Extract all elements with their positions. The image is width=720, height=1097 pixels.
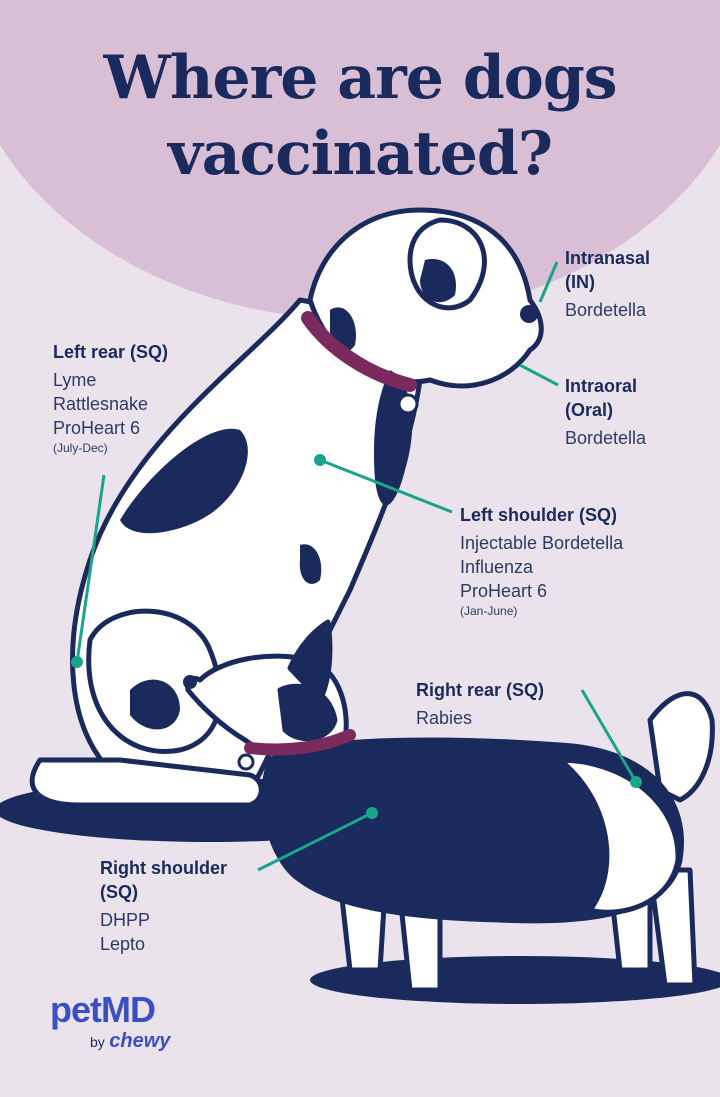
vaccine-item: Injectable Bordetella [460,533,624,553]
vaccine-item: Bordetella [565,428,647,448]
small-dog-nose [183,675,197,689]
vaccine-item: Rabies [416,708,473,728]
label-intranasal: Intranasal (IN) Bordetella [565,246,650,322]
vaccine-item: Influenza [460,557,534,577]
vaccine-note: (Jan-June) [460,604,518,618]
site-name: Left rear (SQ) [53,342,169,362]
site-name: Intranasal [565,248,651,268]
big-dog-collar [301,311,419,415]
vaccine-item: Lyme [53,370,97,390]
label-right-rear: Right rear (SQ) Rabies [416,678,544,730]
vaccine-item: Lepto [100,934,146,954]
brand-by: by [90,1034,105,1050]
vaccine-item: ProHeart 6 [53,418,141,438]
page-title: Where are dogs vaccinated? [103,43,617,189]
site-abbr: (SQ) [100,882,138,902]
vaccine-item: ProHeart 6 [460,581,548,601]
label-left-shoulder: Left shoulder (SQ) Injectable Bordetella… [460,503,623,619]
site-abbr: (Oral) [565,400,614,420]
big-dog [29,207,544,808]
site-name: Right rear (SQ) [416,680,545,700]
site-name: Right shoulder [100,858,227,878]
petmd-logo: petMD [50,989,156,1030]
label-left-rear: Left rear (SQ) Lyme Rattlesnake ProHeart… [53,340,168,456]
label-right-shoulder: Right shoulder (SQ) DHPP Lepto [100,856,227,956]
vaccine-item: Rattlesnake [53,394,149,414]
label-intraoral: Intraoral (Oral) Bordetella [565,374,646,450]
site-name: Intraoral [565,376,638,396]
vaccine-item: DHPP [100,910,151,930]
brand-logo: petMD by chewy [50,990,170,1053]
small-dog [185,619,715,993]
vaccine-note: (July-Dec) [53,441,108,455]
vaccine-item: Bordetella [565,300,647,320]
small-dog-collar [237,729,356,771]
site-abbr: (IN) [565,272,595,292]
site-name: Left shoulder (SQ) [460,505,617,525]
leader-lines [71,261,642,872]
chewy-logo: chewy [109,1030,171,1052]
